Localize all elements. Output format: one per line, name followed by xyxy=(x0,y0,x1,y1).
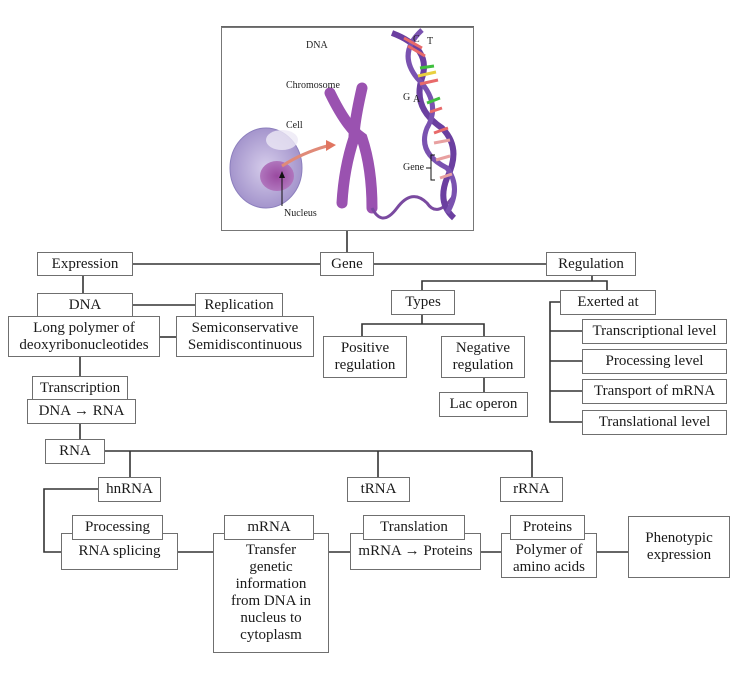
node-negative-regulation: Negative regulation xyxy=(441,336,525,378)
label-cell: Cell xyxy=(286,120,303,131)
replication-desc-line-1: Semiconservative xyxy=(191,319,299,336)
node-gene: Gene xyxy=(320,252,374,276)
node-dna-description: Long polymer of deoxyribonucleotides xyxy=(8,316,160,357)
node-positive-regulation: Positive regulation xyxy=(323,336,407,378)
mrna-desc-line-5: nucleus to xyxy=(240,610,302,626)
connector-hnrna-splicing xyxy=(43,488,98,553)
mrna-desc-line-2: genetic xyxy=(249,559,293,575)
label-chromosome: Chromosome xyxy=(286,80,340,91)
node-level-transport: Transport of mRNA xyxy=(582,379,727,404)
connector-types-branches xyxy=(361,323,485,336)
node-trna: tRNA xyxy=(347,477,410,502)
node-rrna: rRNA xyxy=(500,477,563,502)
node-level-translational: Translational level xyxy=(582,410,727,435)
label-a: A xyxy=(413,94,421,105)
mrna-desc-line-1: Transfer xyxy=(245,542,297,558)
node-phenotypic-expression: Phenotypic expression xyxy=(628,516,730,578)
dna-desc-line-1: Long polymer of xyxy=(33,319,135,336)
node-expression: Expression xyxy=(37,252,133,276)
negative-line-2: regulation xyxy=(452,357,514,373)
node-replication-description: Semiconservative Semidiscontinuous xyxy=(176,316,314,357)
connector-exerted-vertical xyxy=(549,301,582,423)
node-level-transcriptional: Transcriptional level xyxy=(582,319,727,344)
node-translation: Translation xyxy=(363,515,465,540)
label-nucleus: Nucleus xyxy=(284,208,317,219)
node-proteins-description: Polymer of amino acids xyxy=(501,533,597,578)
node-hnrna: hnRNA xyxy=(98,477,161,502)
positive-line-1: Positive xyxy=(340,340,390,356)
replication-desc-line-2: Semidiscontinuous xyxy=(187,336,303,353)
negative-line-1: Negative xyxy=(455,340,511,356)
mrna-desc-line-3: information xyxy=(235,576,307,592)
phenotypic-line-2: expression xyxy=(646,547,712,563)
proteins-desc-line-2: amino acids xyxy=(512,558,586,575)
mrna-desc-line-4: from DNA in xyxy=(231,593,311,609)
node-proteins: Proteins xyxy=(510,515,585,540)
connector-regulation-branches xyxy=(421,280,608,292)
label-c: C xyxy=(413,34,420,45)
gene-illustration: DNA C T G A Chromosome Cell Nucleus Gene xyxy=(221,27,474,231)
chromosome-icon xyxy=(324,82,378,214)
dna-helix-icon xyxy=(390,28,457,221)
cell-icon xyxy=(229,127,303,209)
positive-line-2: regulation xyxy=(334,357,396,373)
node-mrna-description: Transfer genetic information from DNA in… xyxy=(213,533,329,653)
cell-chromosome-dna-image xyxy=(229,28,457,221)
node-mrna: mRNA xyxy=(224,515,314,540)
node-types: Types xyxy=(391,290,455,315)
proteins-desc-line-1: Polymer of xyxy=(515,541,583,558)
node-lac-operon: Lac operon xyxy=(439,392,528,417)
node-dna: DNA xyxy=(37,293,133,317)
label-dna: DNA xyxy=(306,40,328,51)
node-rna: RNA xyxy=(45,439,105,464)
label-g: G xyxy=(403,92,411,103)
node-level-processing: Processing level xyxy=(582,349,727,374)
node-transcription: Transcription xyxy=(32,376,128,400)
node-replication: Replication xyxy=(195,293,283,317)
label-gene: Gene xyxy=(403,162,425,173)
phenotypic-line-1: Phenotypic xyxy=(645,530,713,546)
label-t: T xyxy=(427,36,434,47)
node-transcription-description: DNA → RNA xyxy=(27,399,136,424)
node-exerted-at: Exerted at xyxy=(560,290,656,315)
node-processing: Processing xyxy=(72,515,163,540)
arrow-icon xyxy=(281,144,328,168)
node-regulation: Regulation xyxy=(546,252,636,276)
mrna-desc-line-6: cytoplasm xyxy=(240,627,302,643)
dna-desc-line-2: deoxyribonucleotides xyxy=(19,336,149,353)
